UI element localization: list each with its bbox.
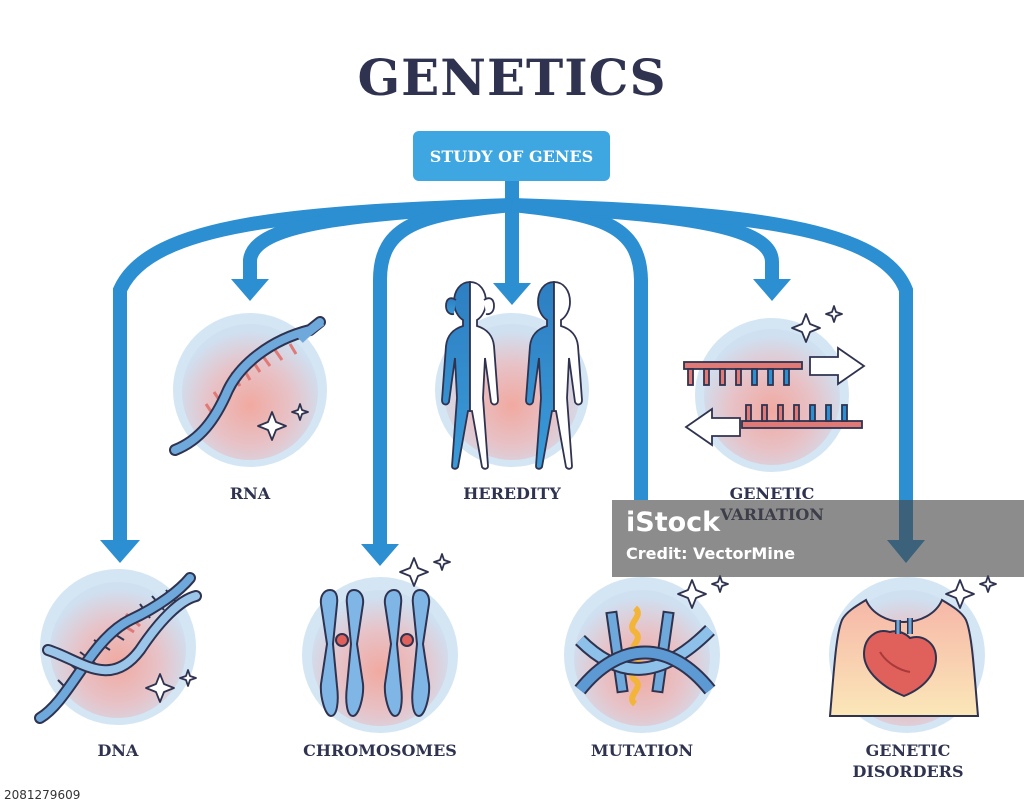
watermark-band [612,500,1024,577]
rna-icon [169,316,326,456]
sparkle-icon [399,553,451,587]
root-node: STUDY OF GENES [413,131,610,181]
watermark-credit: Credit: VectorMine [626,544,796,563]
arrow-tree [113,181,913,545]
label-genetic-disorders: GENETIC DISORDERS [852,741,964,781]
sparkle-icon [145,669,197,703]
label-chromosomes: CHROMOSOMES [303,741,457,760]
mutation-icon [574,605,716,707]
dna-icon [34,572,202,724]
stock-id: 2081279609 [0,782,88,808]
chromosomes-icon [319,588,431,718]
sparkle-icon [257,403,309,441]
watermark-brand: iStock [626,507,721,538]
sparkle-icon [945,575,997,609]
variation-circle [695,318,849,472]
variation-icon [683,346,866,447]
diagram-title: GENETICS [357,48,667,107]
label-mutation: MUTATION [590,741,694,760]
sparkle-icon [791,305,843,343]
label-heredity: HEREDITY [463,484,561,503]
label-dna: DNA [97,741,139,760]
sparkle-icon [677,575,729,609]
label-rna: RNA [229,484,271,503]
disorders-icon [828,598,980,717]
heredity-icon [441,281,583,470]
